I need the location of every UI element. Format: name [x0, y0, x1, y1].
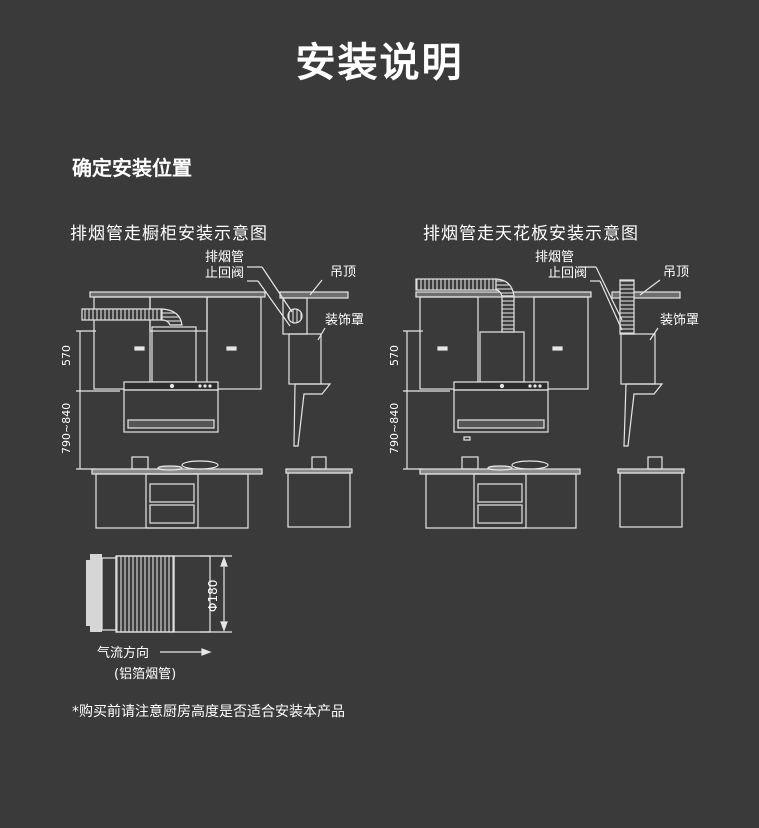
airflow-label: 气流方向 [97, 645, 149, 661]
left-side-hood-profile [293, 383, 332, 447]
left-leader-cover [317, 327, 326, 341]
right-leader-ceiling [639, 279, 661, 296]
right-base-drawer [477, 483, 523, 503]
duct-collar [101, 557, 117, 631]
section-title: 确定安装位置 [72, 156, 192, 180]
right-side-duct [619, 279, 635, 335]
left-cabinet-handle [226, 346, 237, 351]
right-dim-upper: 570 [388, 345, 401, 366]
right-wok [511, 460, 549, 470]
right-dim-lower: 790~840 [388, 403, 401, 454]
purchase-note: *购买前请注意厨房高度是否适合安装本产品 [72, 704, 345, 720]
right-base-cabinet [425, 473, 577, 529]
right-leader-exhaust [595, 266, 623, 321]
right-diagram [403, 266, 685, 529]
right-side-decor-cover [620, 333, 656, 385]
left-base-drawer-frame [145, 473, 199, 529]
left-ceiling-slab [89, 291, 266, 298]
left-base-drawer [149, 504, 195, 524]
left-diagram-caption: 排烟管走橱柜安装示意图 [70, 224, 268, 244]
right-side-hood-profile [623, 383, 664, 447]
right-horizontal-duct [415, 278, 497, 291]
left-side-base-cabinet [287, 472, 351, 528]
right-side-ceiling [611, 291, 681, 299]
duct-material-label: (铝箔烟管) [114, 666, 176, 682]
right-label-ceiling: 吊顶 [663, 265, 689, 280]
left-upper-cabinet-right [206, 296, 262, 390]
left-base-drawer [149, 483, 195, 503]
right-side-pot [647, 456, 663, 470]
left-dim-upper: 570 [60, 345, 73, 366]
left-duct-elbow [161, 308, 183, 326]
right-upper-cabinet-right [533, 296, 589, 390]
left-side-decor-cover [288, 333, 322, 385]
right-vertical-duct [501, 295, 515, 333]
right-base-drawer-frame [473, 473, 527, 529]
duct-detail [86, 554, 232, 656]
left-hood-intake [127, 419, 215, 429]
right-side-base-cabinet [619, 472, 683, 528]
left-leader-exhaust [261, 266, 293, 313]
left-label-exhaust: 排烟管 [205, 250, 244, 265]
left-leader-ceiling [309, 279, 323, 296]
left-upper-cabinet-left [93, 296, 151, 390]
right-hood-intake [457, 419, 545, 429]
duct-corrugated-body [115, 555, 175, 633]
left-hood-body [123, 389, 219, 433]
left-side-duct-section [287, 308, 303, 324]
left-hood-chimney [151, 326, 197, 383]
right-side-worktop [617, 468, 685, 474]
right-label-cover: 装饰罩 [660, 313, 699, 328]
left-label-cover: 装饰罩 [325, 313, 364, 328]
right-label-exhaust: 排烟管 [535, 250, 574, 265]
left-diagram [76, 266, 353, 529]
right-diagram-caption: 排烟管走天花板安装示意图 [423, 224, 639, 244]
right-base-drawer [477, 504, 523, 524]
left-label-valve: 止回阀 [205, 266, 244, 281]
left-side-pot [311, 456, 327, 470]
duct-diameter-label: Φ180 [206, 580, 220, 612]
right-hood-chimney [479, 331, 525, 383]
right-leader-valve [599, 280, 623, 331]
right-leader-cover [649, 327, 659, 341]
right-label-valve: 止回阀 [548, 266, 587, 281]
duct-flange-left [90, 554, 102, 632]
right-upper-cabinet-left [419, 296, 479, 390]
left-label-ceiling: 吊顶 [330, 265, 356, 280]
left-burner [157, 465, 183, 471]
left-horizontal-duct [81, 308, 163, 321]
right-pot [461, 456, 479, 470]
left-dim-lower: 790~840 [60, 403, 73, 454]
left-side-worktop [285, 468, 353, 474]
left-leader-valve [257, 280, 291, 327]
right-burner [487, 465, 513, 471]
left-wok [181, 460, 219, 470]
left-side-ceiling [279, 291, 349, 299]
page-title: 安装说明 [295, 40, 464, 86]
left-base-cabinet [95, 473, 249, 529]
left-cabinet-handle [134, 346, 145, 351]
left-pot [131, 456, 149, 470]
right-hood-body [453, 389, 549, 433]
